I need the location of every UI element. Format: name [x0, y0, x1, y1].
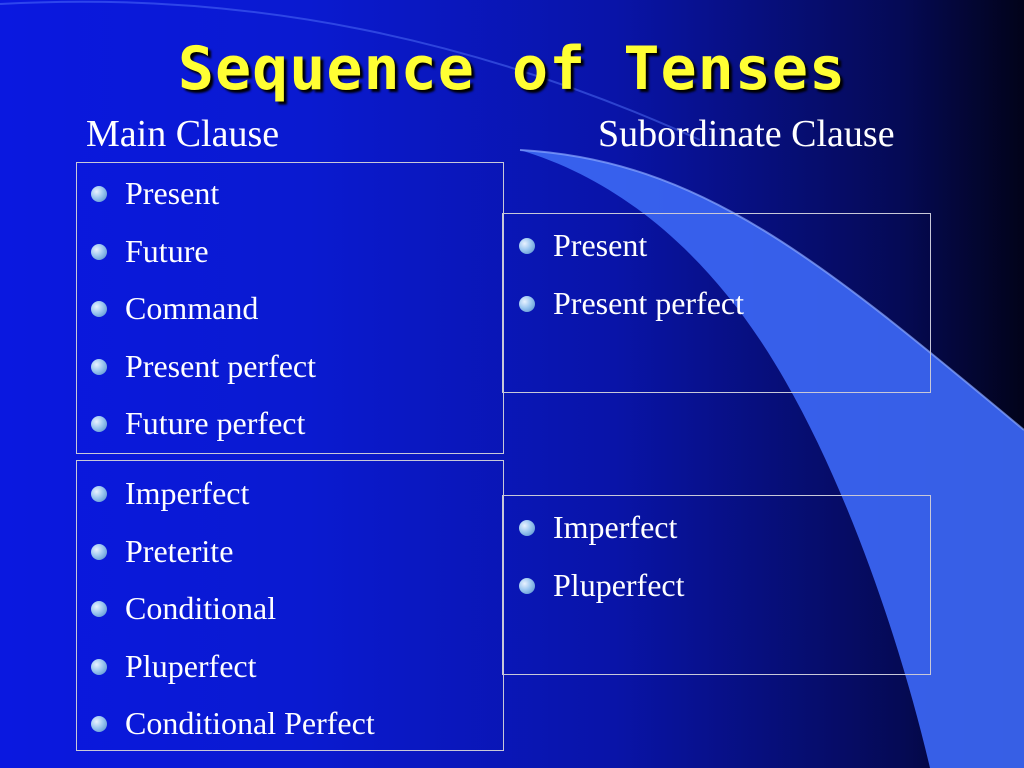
list-item: Preterite — [77, 523, 503, 581]
list-item: Pluperfect — [77, 638, 503, 696]
subordinate-clause-group-1: Present Present perfect — [502, 213, 931, 393]
list-item: Conditional Perfect — [77, 695, 503, 753]
main-clause-heading: Main Clause — [86, 113, 280, 155]
main-clause-group-2: Imperfect Preterite Conditional Pluperfe… — [76, 460, 504, 751]
subordinate-clause-group-2: Imperfect Pluperfect — [502, 495, 931, 675]
list-item: Present perfect — [503, 275, 930, 333]
slide-title: Sequence of Tenses — [177, 34, 847, 104]
list-item: Pluperfect — [503, 557, 930, 615]
list-item: Present perfect — [77, 338, 503, 396]
list-item: Imperfect — [77, 465, 503, 523]
list-item: Future perfect — [77, 395, 503, 453]
list-item: Command — [77, 280, 503, 338]
list-item: Present — [77, 165, 503, 223]
list-item: Future — [77, 223, 503, 281]
list-item: Present — [503, 217, 930, 275]
list-item: Imperfect — [503, 499, 930, 557]
subordinate-clause-heading: Subordinate Clause — [598, 113, 895, 155]
list-item: Conditional — [77, 580, 503, 638]
main-clause-group-1: Present Future Command Present perfect F… — [76, 162, 504, 454]
